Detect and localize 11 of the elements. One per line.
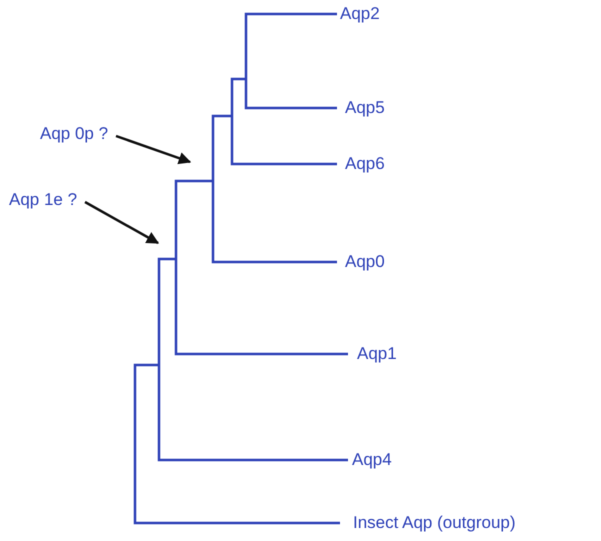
annotation-label: Aqp 1e ? [9, 190, 78, 209]
leaf-label: Aqp2 [340, 4, 380, 23]
leader-arrow [84, 200, 160, 244]
leaf-label: Aqp6 [345, 154, 385, 173]
annotation-label: Aqp 0p ? [40, 124, 108, 143]
leader-arrow [116, 134, 192, 164]
leaf-label: Aqp5 [345, 98, 385, 117]
leaf-label: Aqp4 [352, 450, 392, 469]
leaf-label: Insect Aqp (outgroup) [353, 513, 516, 532]
leaf-label: Aqp0 [345, 252, 385, 271]
leaf-label: Aqp1 [357, 344, 397, 363]
